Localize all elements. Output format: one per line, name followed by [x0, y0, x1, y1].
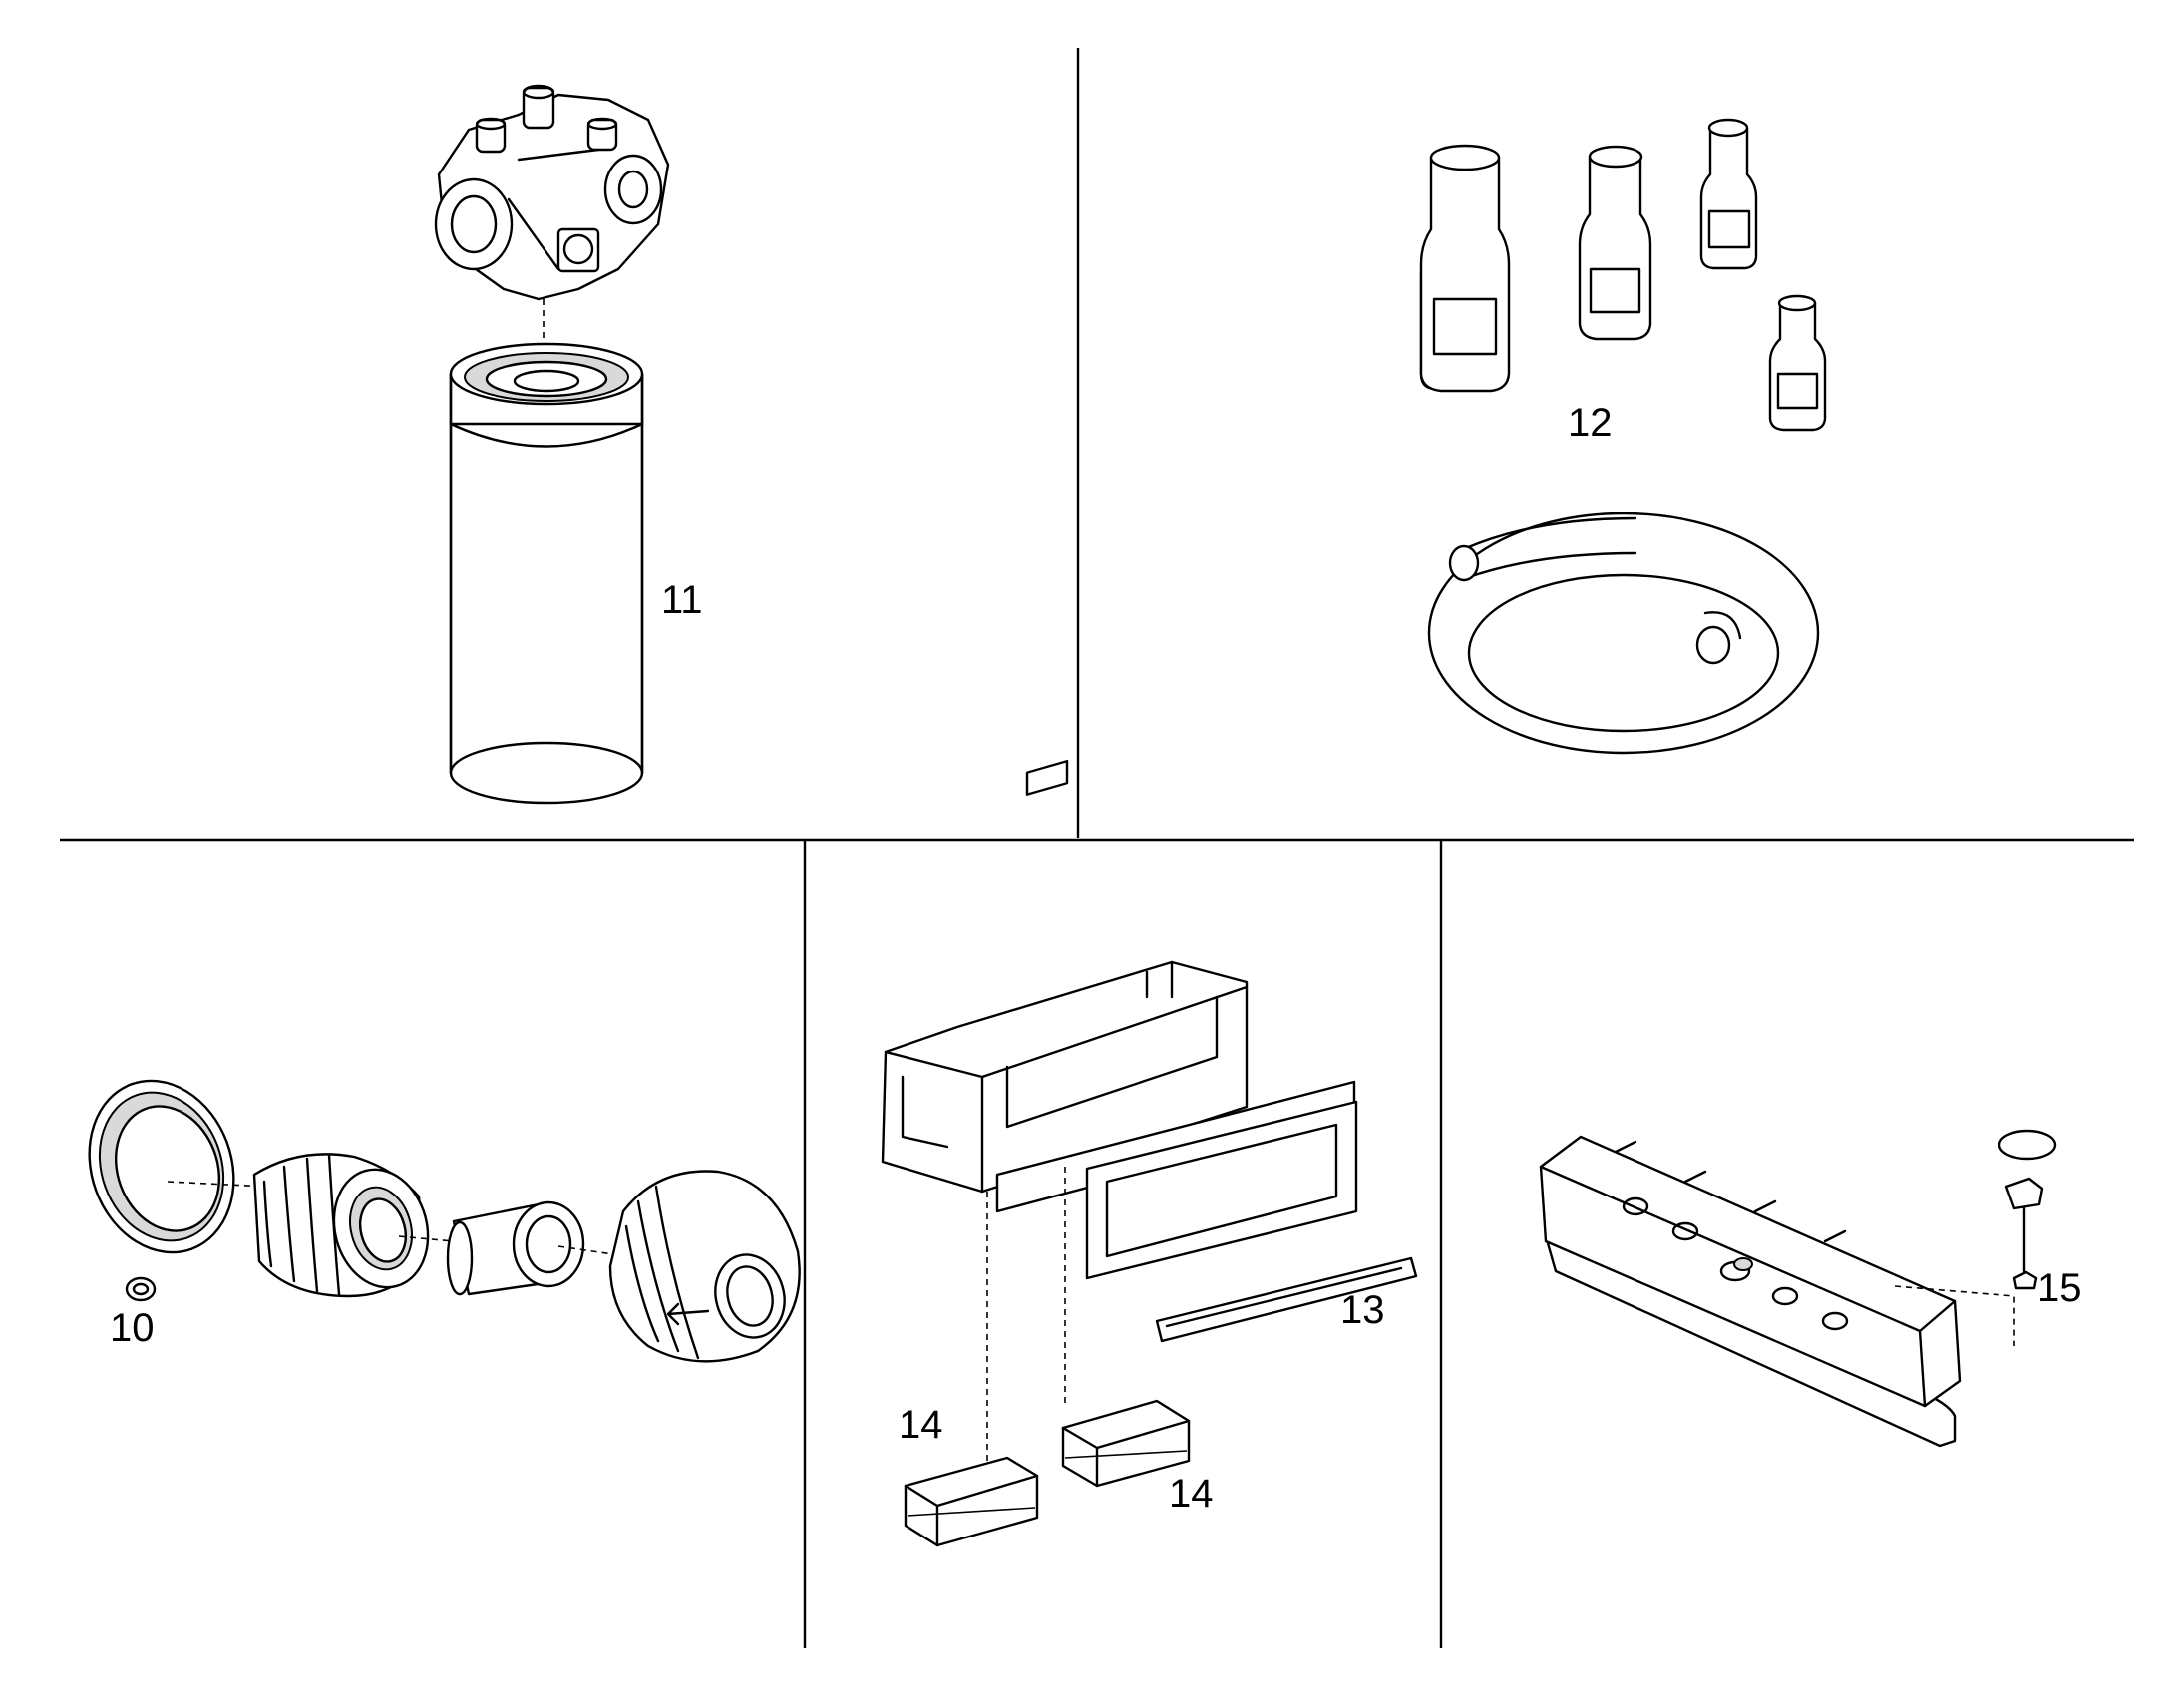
air-filter-assembly-illustration [88, 1079, 801, 1363]
valve-cover-illustration [1539, 1129, 2057, 1448]
callout-10: 10 [110, 1306, 155, 1350]
callout-14-left: 14 [899, 1403, 943, 1447]
callout-12: 12 [1568, 401, 1613, 445]
sample-bottles-and-tube-illustration [1419, 118, 1827, 755]
callout-15: 15 [2037, 1266, 2082, 1310]
callout-11: 11 [661, 578, 703, 622]
panel-dividers [60, 48, 2134, 1648]
filter-assembly-illustration [434, 84, 670, 805]
callout-13: 13 [1340, 1288, 1385, 1332]
cab-filter-housing-illustration [881, 759, 1418, 1547]
callout-14-right: 14 [1169, 1472, 1214, 1516]
